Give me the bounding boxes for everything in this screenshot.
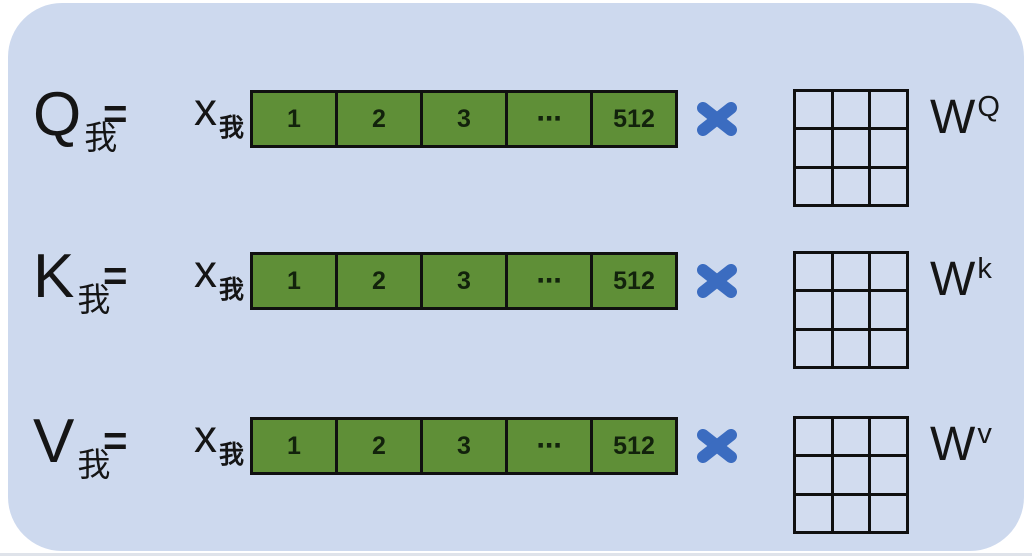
equals-sign: = — [103, 90, 128, 137]
input-subscript: 我 — [219, 276, 245, 304]
vector-cell: 2 — [335, 420, 420, 472]
vector-cell: 3 — [420, 93, 505, 145]
multiply-cross-icon — [697, 264, 737, 298]
output-subscript: 我 — [84, 119, 118, 156]
matrix-cell — [871, 292, 906, 328]
matrix-cell — [871, 130, 906, 166]
weight-superscript: k — [977, 253, 992, 285]
vector-cell: 1 — [287, 104, 301, 133]
vector-cell: 512 — [590, 93, 675, 145]
weight-matrix-grid — [793, 89, 909, 207]
matrix-cell — [796, 457, 831, 493]
matrix-cell — [796, 292, 831, 328]
embedding-vector: 1 2 3 ⋯ 512 — [250, 252, 678, 310]
vector-cell: 1 — [287, 431, 301, 460]
multiply-cross-icon — [697, 102, 737, 136]
matrix-cell — [871, 168, 906, 204]
output-symbol: V — [33, 407, 75, 476]
vector-cell: 3 — [420, 255, 505, 307]
output-label-q: Q我 — [33, 84, 118, 156]
equation-row-k: K我 = x我 1 2 3 ⋯ 512 Wk — [0, 246, 1032, 369]
matrix-cell — [871, 457, 906, 493]
matrix-cell — [871, 330, 906, 366]
input-subscript: 我 — [219, 441, 245, 469]
vector-cell-ellipsis: ⋯ — [505, 93, 590, 145]
weight-superscript: v — [977, 418, 992, 450]
embedding-vector: 1 2 3 ⋯ 512 — [250, 417, 678, 475]
matrix-cell — [833, 168, 869, 204]
matrix-cell — [796, 330, 831, 366]
weight-label-q: WQ — [930, 93, 1000, 142]
input-symbol: x — [194, 245, 217, 297]
matrix-cell — [871, 92, 906, 128]
output-label-v: V我 — [33, 411, 111, 483]
matrix-cell — [833, 419, 869, 455]
weight-matrix-grid — [793, 251, 909, 369]
embedding-vector: 1 2 3 ⋯ 512 — [250, 90, 678, 148]
matrix-cell — [871, 419, 906, 455]
weight-symbol: W — [930, 91, 976, 144]
matrix-cell — [796, 130, 831, 166]
equation-row-q: Q我 = x我 1 2 3 ⋯ 512 WQ — [0, 84, 1032, 207]
matrix-cell — [833, 130, 869, 166]
matrix-cell — [796, 92, 831, 128]
output-label-k: K我 — [33, 246, 111, 318]
output-subscript: 我 — [77, 281, 111, 318]
matrix-cell — [833, 92, 869, 128]
matrix-cell — [796, 254, 831, 290]
matrix-cell — [871, 254, 906, 290]
equals-sign: = — [103, 252, 128, 299]
vector-cell: 2 — [335, 255, 420, 307]
input-label: x我 — [194, 86, 244, 141]
equation-row-v: V我 = x我 1 2 3 ⋯ 512 Wv — [0, 411, 1032, 534]
matrix-cell — [833, 457, 869, 493]
weight-matrix-grid — [793, 416, 909, 534]
input-label: x我 — [194, 413, 244, 468]
vector-cell: 512 — [590, 420, 675, 472]
vector-cell: 2 — [335, 93, 420, 145]
input-symbol: x — [194, 410, 217, 462]
matrix-cell — [833, 292, 869, 328]
input-label: x我 — [194, 248, 244, 303]
weight-symbol: W — [930, 418, 976, 471]
vector-cell-ellipsis: ⋯ — [505, 420, 590, 472]
equals-sign: = — [103, 417, 128, 464]
multiply-cross-icon — [697, 429, 737, 463]
matrix-cell — [796, 168, 831, 204]
matrix-cell — [871, 495, 906, 531]
output-subscript: 我 — [77, 446, 111, 483]
output-symbol: Q — [33, 80, 82, 149]
output-symbol: K — [33, 242, 75, 311]
vector-cell: 1 — [287, 266, 301, 295]
matrix-cell — [833, 254, 869, 290]
vector-cell: 512 — [590, 255, 675, 307]
matrix-cell — [796, 495, 831, 531]
weight-label-v: Wv — [930, 420, 992, 469]
vector-cell: 3 — [420, 420, 505, 472]
matrix-cell — [796, 419, 831, 455]
vector-cell-ellipsis: ⋯ — [505, 255, 590, 307]
matrix-cell — [833, 495, 869, 531]
weight-superscript: Q — [977, 91, 1000, 123]
weight-label-k: Wk — [930, 255, 992, 304]
input-subscript: 我 — [219, 114, 245, 142]
weight-symbol: W — [930, 253, 976, 306]
matrix-cell — [833, 330, 869, 366]
bottom-edge-line — [0, 553, 1032, 556]
input-symbol: x — [194, 83, 217, 135]
